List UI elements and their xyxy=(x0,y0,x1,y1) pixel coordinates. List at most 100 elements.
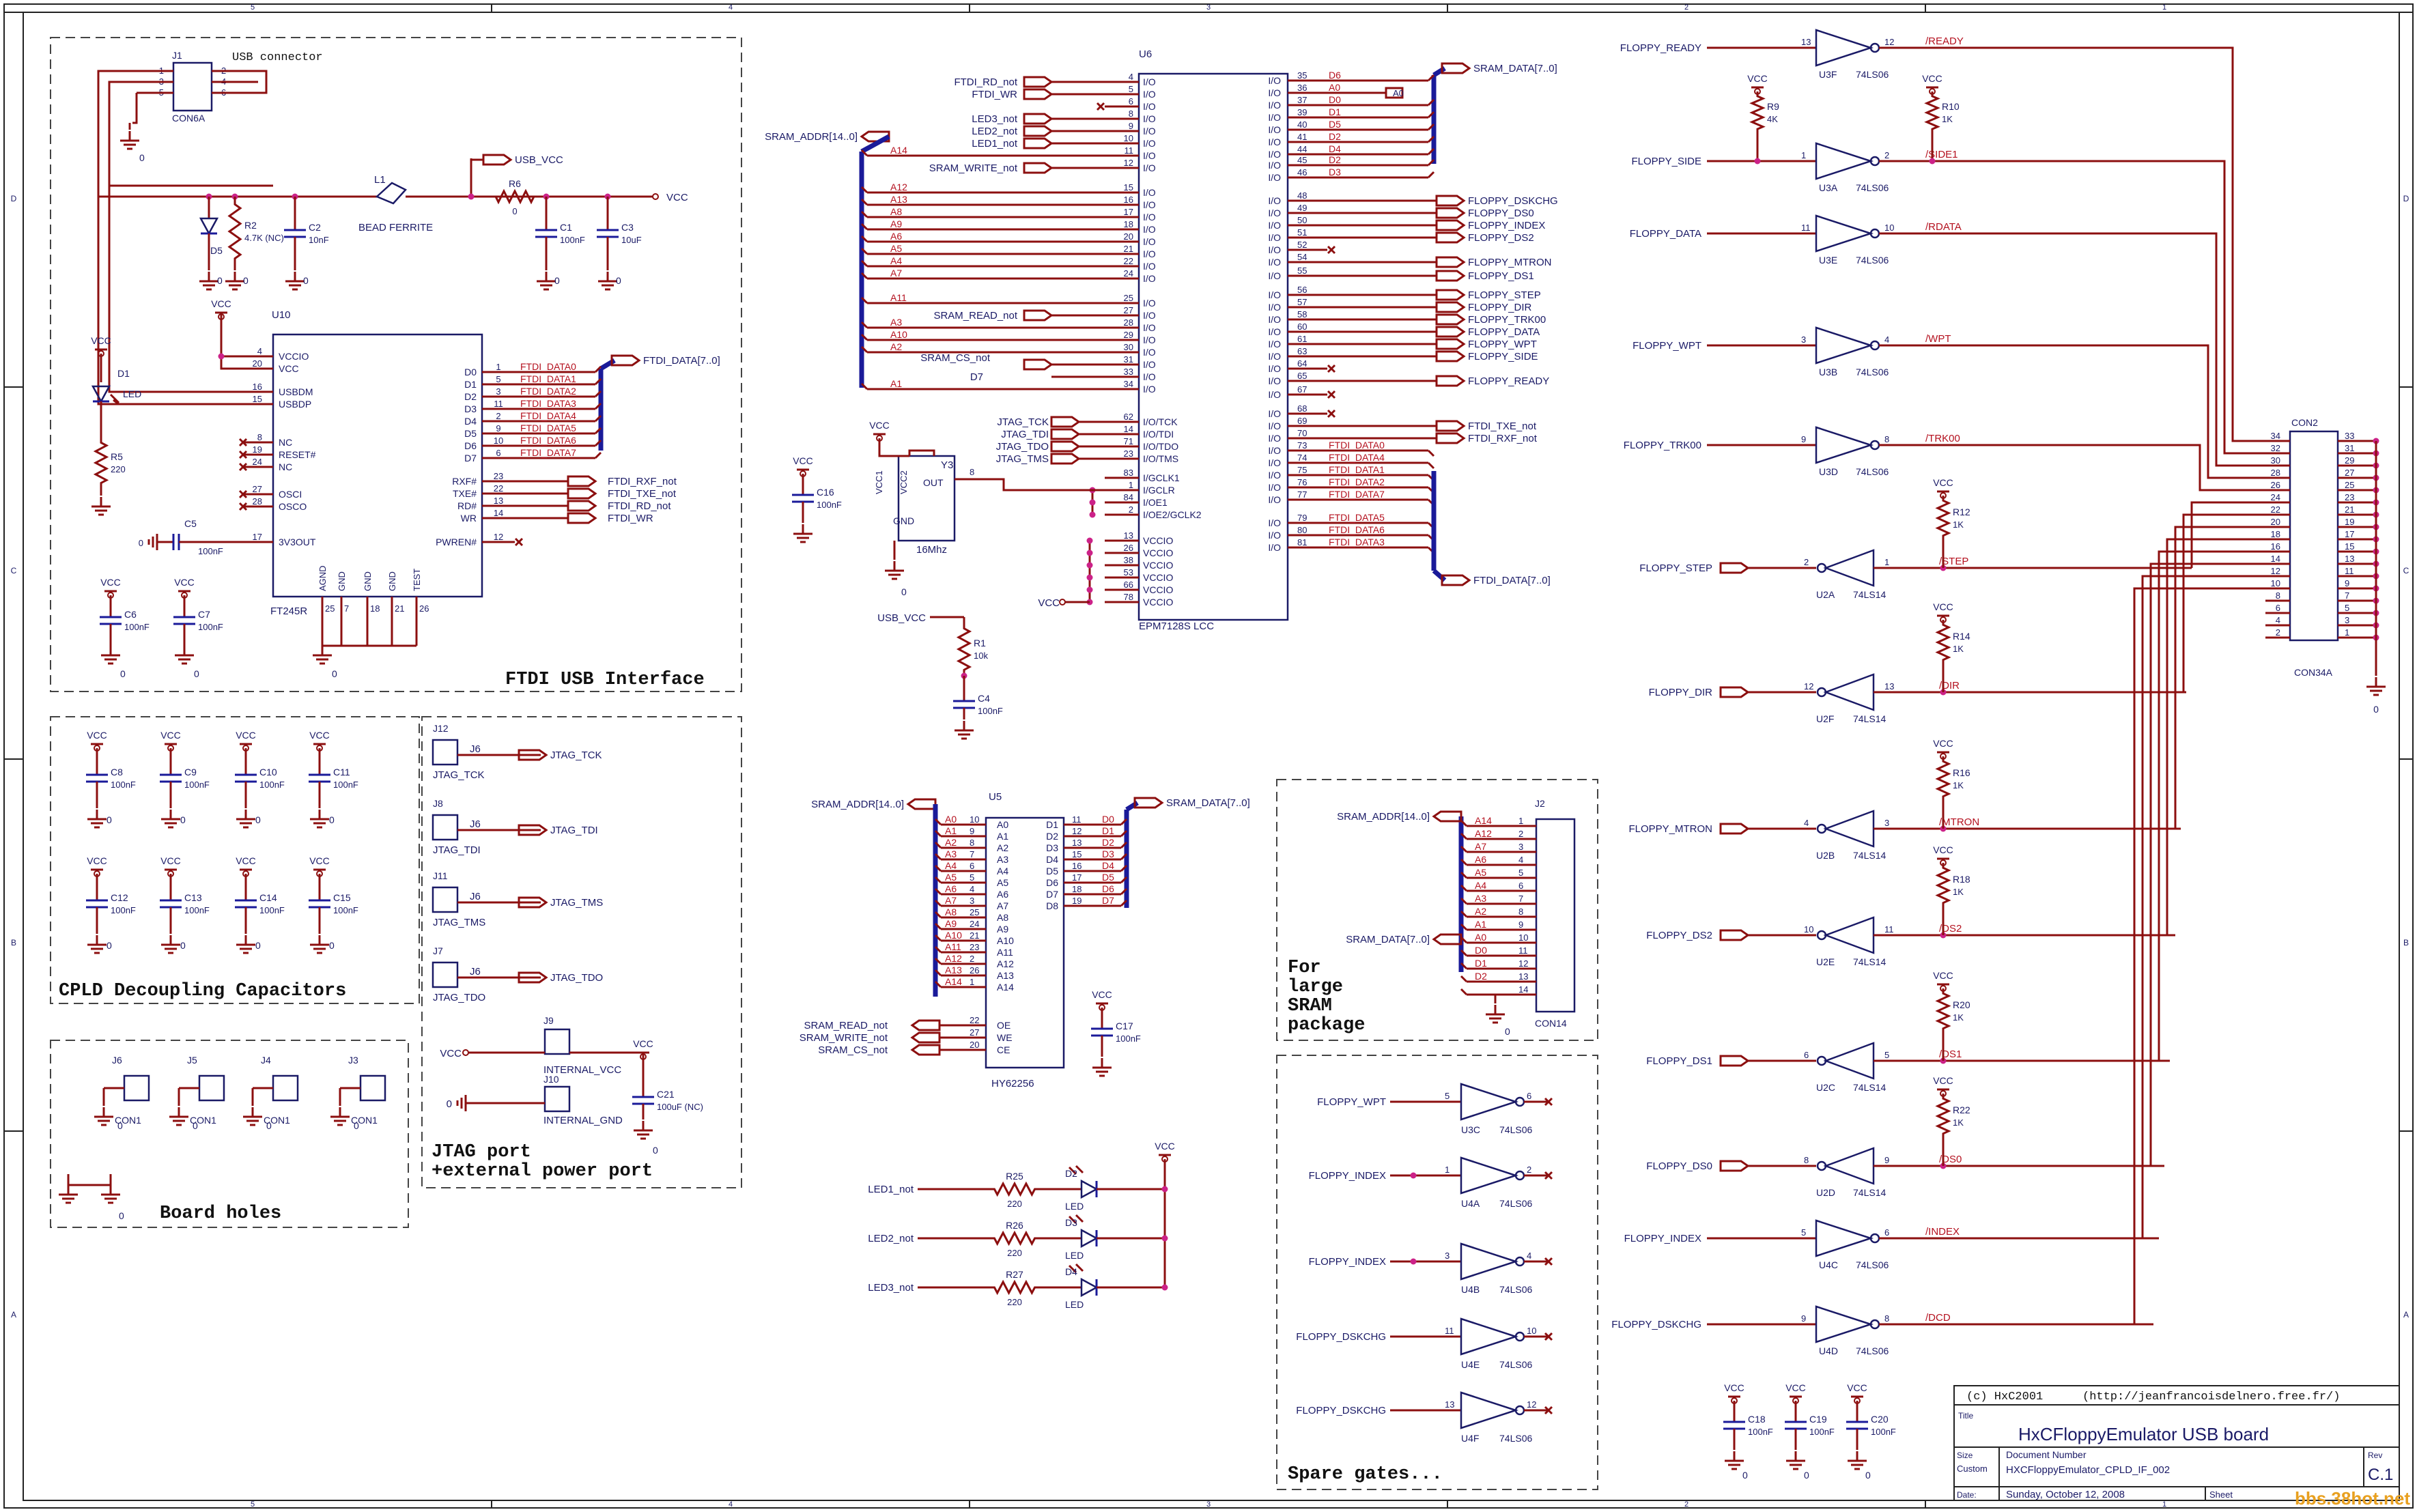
pin-name: I/OE1 xyxy=(1143,497,1168,508)
section-title-sram: SRAM xyxy=(1288,996,1332,1016)
pin-name: I/O xyxy=(1143,298,1156,309)
net-label: A2 xyxy=(890,341,902,352)
pin-number: 23 xyxy=(970,942,979,952)
pin-name: I/O xyxy=(1268,100,1281,111)
section-title-holes: Board holes xyxy=(160,1203,281,1224)
pin-number: 27 xyxy=(253,484,262,494)
d1-value: LED xyxy=(123,388,141,399)
zone-row-label: D xyxy=(2403,194,2409,203)
jtag-net-label: JTAG_TCK xyxy=(550,750,602,761)
net-port-label: JTAG_TCK xyxy=(997,416,1049,428)
connector-route xyxy=(2182,513,2265,694)
pin-number: 4 xyxy=(1129,72,1133,82)
pin-name: 3V3OUT xyxy=(279,537,316,547)
pin-number: 68 xyxy=(1297,403,1307,414)
net-port xyxy=(1719,686,1750,698)
ground-net-label: 0 xyxy=(120,668,126,679)
net-port-label: SRAM_CS_not xyxy=(818,1044,888,1056)
pin-number: 10 xyxy=(1527,1326,1536,1336)
pin-name: I/O/TMS xyxy=(1143,453,1178,464)
pin-name: A11 xyxy=(997,947,1013,958)
c5-value: 100nF xyxy=(198,546,223,556)
y3-name: 16Mhz xyxy=(916,544,947,556)
bus-entry xyxy=(934,957,942,965)
pin-number: 29 xyxy=(2345,455,2354,466)
pin-number: 8 xyxy=(1129,109,1133,119)
pin-number: 8 xyxy=(970,467,974,477)
vcc-label: VCC xyxy=(1933,738,1953,749)
bus-entry xyxy=(934,887,942,896)
power-net-label: 0 xyxy=(447,1098,452,1110)
hole-wire xyxy=(67,1174,112,1186)
net-port-label: SRAM_READ_not xyxy=(933,310,1017,322)
jtag-name: JTAG_TDO xyxy=(433,992,485,1003)
gate-part: 74LS06 xyxy=(1856,182,1889,193)
pin-number: 23 xyxy=(494,471,503,481)
net-label: A4 xyxy=(890,255,902,266)
no-connect-mark xyxy=(238,489,248,499)
bus-entry xyxy=(1427,147,1435,156)
bus-entry xyxy=(934,899,942,907)
title-url: (http://jeanfrancoisdelnero.free.fr/) xyxy=(2082,1390,2340,1403)
pin-name: CE xyxy=(997,1044,1010,1055)
pin-number: 25 xyxy=(1124,293,1133,303)
resistor xyxy=(227,197,242,266)
wire xyxy=(1068,1166,1077,1175)
pin-number: 20 xyxy=(2271,517,2280,527)
section-usb-box xyxy=(50,37,742,692)
spare-input-label: FLOPPY_WPT xyxy=(1317,1096,1386,1108)
vcc-label: VCC xyxy=(174,577,195,588)
net-port-label: FTDI_RD_not xyxy=(608,500,671,512)
connector-route xyxy=(2190,501,2265,568)
pin-name: I/O xyxy=(1268,494,1281,505)
gate-ref: U4F xyxy=(1461,1433,1479,1444)
capacitor-value: 100nF xyxy=(978,706,1003,716)
pin-number: 6 xyxy=(496,448,500,458)
pin-name: D2 xyxy=(464,391,477,402)
bus-entry xyxy=(860,186,868,194)
net-label: D7 xyxy=(970,371,983,383)
net-port xyxy=(1133,797,1164,809)
resistor xyxy=(1935,988,1951,1033)
pin-name: I/O xyxy=(1268,408,1281,419)
spare-inverter-gate xyxy=(1460,1242,1519,1281)
pin-name: I/O xyxy=(1268,232,1281,243)
pin-number: 5 xyxy=(1129,84,1133,94)
junction-dot xyxy=(1086,562,1093,569)
pin-number: 14 xyxy=(2271,554,2280,564)
connector-route xyxy=(2166,538,2265,937)
net-port xyxy=(1023,76,1054,88)
net-label: A11 xyxy=(945,941,961,952)
net-port-label: SRAM_WRITE_not xyxy=(929,162,1018,174)
usb-vcc-label: USB_VCC xyxy=(877,612,926,624)
pin-name: I/O xyxy=(1268,172,1281,183)
u5-name: HY62256 xyxy=(991,1078,1034,1089)
pin-name: I/O xyxy=(1268,326,1281,337)
net-label: A5 xyxy=(1475,867,1486,878)
hole-ref: J6 xyxy=(112,1055,122,1066)
resistor-ref: R16 xyxy=(1953,767,1970,778)
zone-column-label: 4 xyxy=(729,3,733,12)
net-port xyxy=(1441,62,1471,74)
net-port xyxy=(518,896,548,909)
pin-number: 10 xyxy=(1518,932,1528,943)
pin-number: 21 xyxy=(1124,244,1133,254)
gate-ref: U3D xyxy=(1819,466,1838,477)
resistor-ref: R9 xyxy=(1767,101,1779,112)
net-port xyxy=(1435,420,1466,432)
net-label: A13 xyxy=(890,194,907,205)
net-label: A1 xyxy=(890,378,902,389)
spare-inverter-gate xyxy=(1460,1317,1519,1356)
gate-part: 74LS06 xyxy=(1499,1433,1532,1444)
c21-wire xyxy=(569,1051,645,1081)
net-label: D1 xyxy=(1102,825,1114,836)
led-net-label: LED1_not xyxy=(868,1184,914,1195)
pin-name: I/O xyxy=(1143,224,1156,235)
hole-name: CON1 xyxy=(264,1115,290,1126)
no-connect-mark xyxy=(238,462,248,472)
gate-part: 74LS06 xyxy=(1499,1198,1532,1209)
wire xyxy=(97,197,243,405)
resistor-value: 220 xyxy=(1007,1248,1022,1258)
resistor-value: 220 xyxy=(1007,1199,1022,1209)
net-label: A13 xyxy=(945,965,962,975)
